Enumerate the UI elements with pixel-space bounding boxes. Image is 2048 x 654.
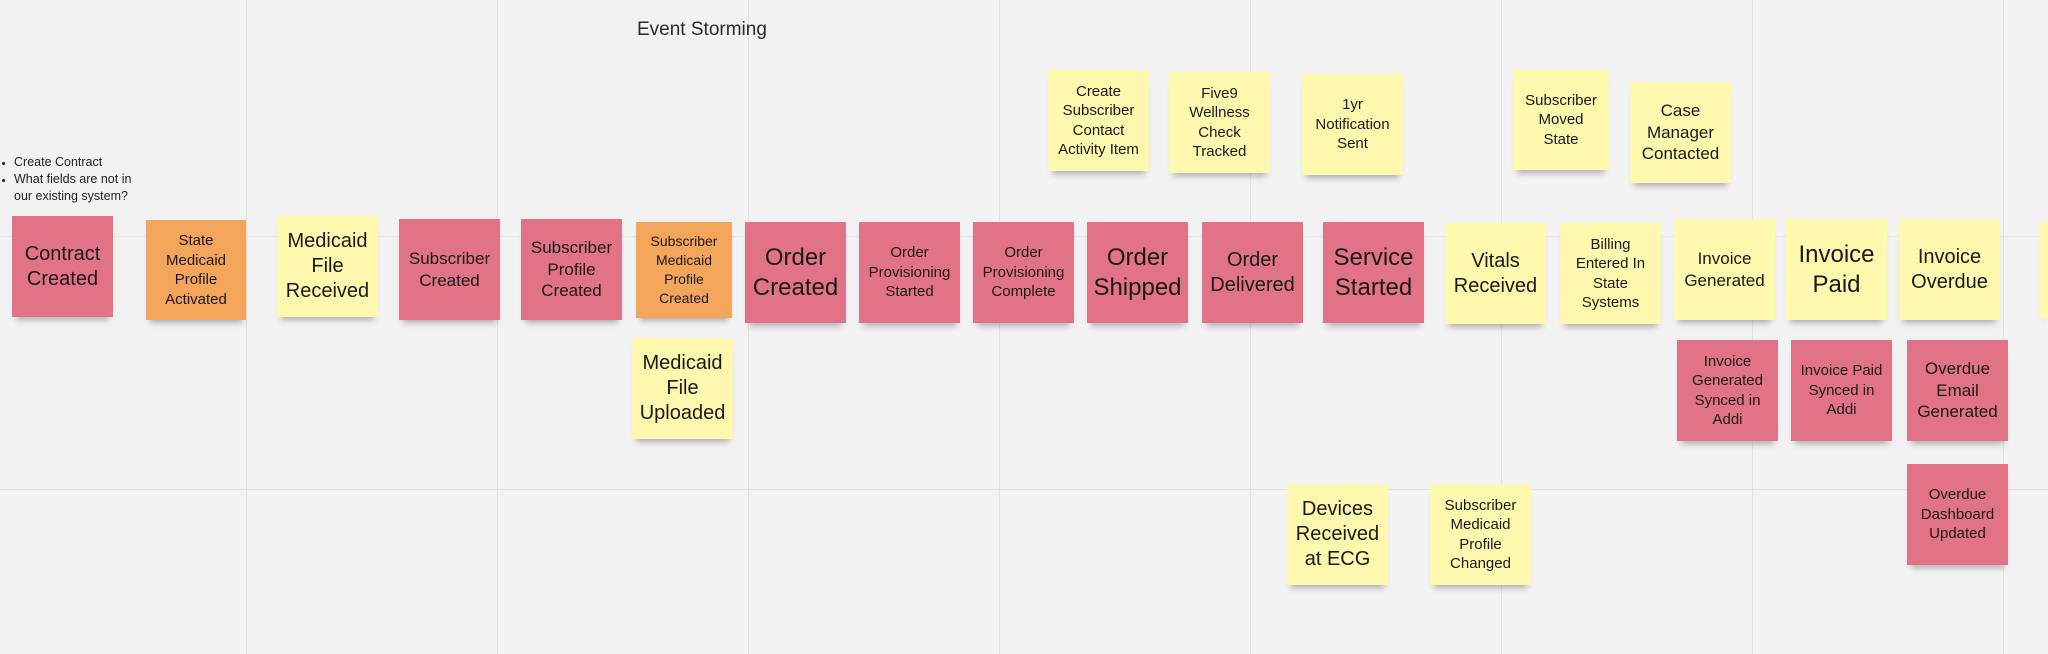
sticky-vitals-received[interactable]: Vitals Received bbox=[1445, 223, 1546, 324]
sticky-devices-received-at-ecg[interactable]: Devices Received at ECG bbox=[1287, 484, 1388, 585]
sticky-invoice-paid[interactable]: Invoice Paid bbox=[1786, 219, 1887, 320]
sticky-subscriber-moved-state[interactable]: Subscriber Moved State bbox=[1513, 70, 1609, 170]
sticky-order-delivered[interactable]: Order Delivered bbox=[1202, 222, 1303, 323]
sticky-offscreen-edge[interactable] bbox=[2039, 222, 2048, 318]
sticky-subscriber-profile-created[interactable]: Subscriber Profile Created bbox=[521, 219, 622, 320]
sticky-case-manager-contacted[interactable]: Case Manager Contacted bbox=[1630, 82, 1731, 183]
sticky-contract-created[interactable]: Contract Created bbox=[12, 216, 113, 317]
sticky-order-shipped[interactable]: Order Shipped bbox=[1087, 222, 1188, 323]
sticky-create-subscriber-contact-activity-item[interactable]: Create Subscriber Contact Activity Item bbox=[1048, 70, 1149, 171]
sticky-subscriber-medicaid-profile-changed[interactable]: Subscriber Medicaid Profile Changed bbox=[1430, 484, 1531, 585]
notes-list[interactable]: Create Contract What fields are not in o… bbox=[0, 154, 144, 205]
sticky-medicaid-file-uploaded[interactable]: Medicaid File Uploaded bbox=[632, 338, 733, 439]
sticky-billing-entered-in-state-systems[interactable]: Billing Entered In State Systems bbox=[1560, 223, 1661, 324]
sticky-invoice-generated[interactable]: Invoice Generated bbox=[1674, 219, 1775, 320]
sticky-order-provisioning-complete[interactable]: Order Provisioning Complete bbox=[973, 222, 1074, 323]
note-item: Create Contract bbox=[14, 154, 144, 171]
board-title: Event Storming bbox=[637, 19, 767, 40]
sticky-order-created[interactable]: Order Created bbox=[745, 222, 846, 323]
sticky-five9-wellness-check-tracked[interactable]: Five9 Wellness Check Tracked bbox=[1169, 72, 1270, 173]
sticky-service-started[interactable]: Service Started bbox=[1323, 222, 1424, 323]
sticky-subscriber-created[interactable]: Subscriber Created bbox=[399, 219, 500, 320]
sticky-1yr-notification-sent[interactable]: 1yr Notification Sent bbox=[1302, 74, 1403, 175]
sticky-invoice-paid-synced-in-addi[interactable]: Invoice Paid Synced in Addi bbox=[1791, 340, 1892, 441]
sticky-overdue-dashboard-updated[interactable]: Overdue Dashboard Updated bbox=[1907, 464, 2008, 565]
sticky-invoice-generated-synced-in-addi[interactable]: Invoice Generated Synced in Addi bbox=[1677, 340, 1778, 441]
sticky-state-medicaid-profile-activated[interactable]: State Medicaid Profile Activated bbox=[146, 220, 246, 320]
sticky-overdue-email-generated[interactable]: Overdue Email Generated bbox=[1907, 340, 2008, 441]
sticky-subscriber-medicaid-profile-created[interactable]: Subscriber Medicaid Profile Created bbox=[636, 222, 732, 318]
sticky-medicaid-file-received[interactable]: Medicaid File Received bbox=[277, 216, 378, 317]
sticky-invoice-overdue[interactable]: Invoice Overdue bbox=[1899, 219, 2000, 320]
sticky-order-provisioning-started[interactable]: Order Provisioning Started bbox=[859, 222, 960, 323]
note-item: What fields are not in our existing syst… bbox=[14, 171, 144, 205]
